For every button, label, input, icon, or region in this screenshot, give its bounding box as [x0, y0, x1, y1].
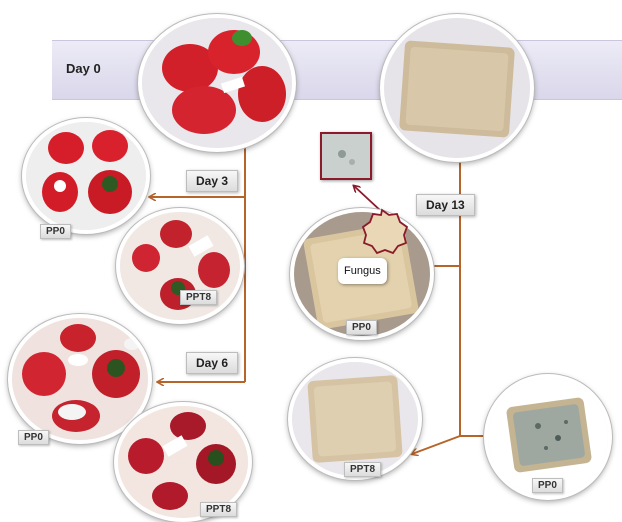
- day13-ppt8-arrow: [412, 435, 461, 454]
- day3-ppt8-strawberries-photo: [116, 208, 244, 324]
- day6-pp0-label: PP0: [18, 430, 49, 445]
- day6-ppt8-label: PPT8: [200, 502, 238, 517]
- day3-ppt8-label: PPT8: [180, 290, 218, 305]
- day13-pp0-bread-photo: [484, 374, 612, 500]
- day13-pp0-fungus-label: PP0: [346, 320, 377, 335]
- day0-bread-photo: [380, 14, 534, 162]
- zoom-connector: [354, 186, 383, 213]
- day6-pp0-strawberries-photo: [8, 314, 152, 444]
- day6-label: Day 6: [186, 352, 239, 374]
- day13-ppt8-label: PPT8: [344, 462, 382, 477]
- day0-label: Day 0: [66, 61, 101, 76]
- day13-pp0-label: PP0: [532, 478, 563, 493]
- day13-label: Day 13: [416, 194, 475, 216]
- fungus-annotation: Fungus: [338, 258, 387, 284]
- day3-pp0-label: PP0: [40, 224, 71, 239]
- day0-strawberries-photo: [138, 14, 296, 152]
- day13-ppt8-bread-photo: [288, 358, 422, 480]
- day3-label: Day 3: [186, 170, 239, 192]
- fungus-zoom-inset: [320, 132, 372, 180]
